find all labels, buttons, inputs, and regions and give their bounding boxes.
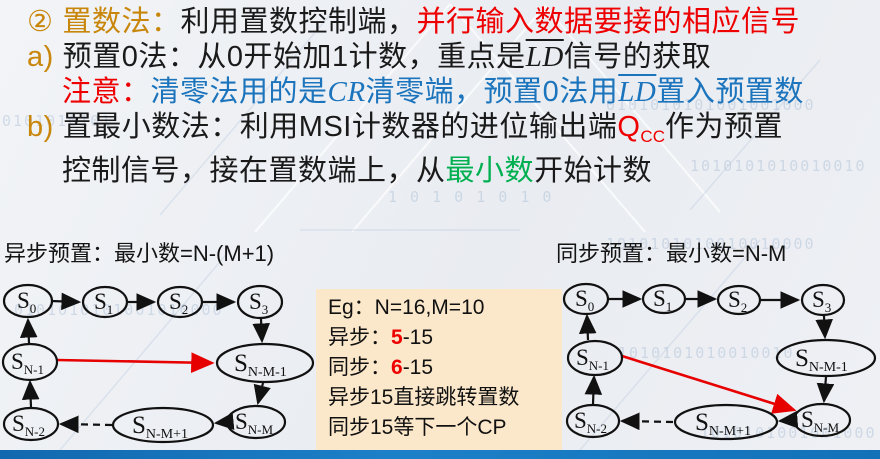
svg-text:SN-M: SN-M [235,409,274,437]
example-line-3: 同步：6-15 [328,356,434,379]
state-node-snm1: SN-M-1 [775,338,877,378]
state-node-snmp1: SN-M+1 [673,403,779,441]
example-line-1: Eg：N=16,M=10 [328,296,485,319]
sync-preset-title: 同步预置：最小数=N-M [556,241,787,266]
arrow-snmp1-sn2-dashed [619,412,674,431]
state-node-s3: S3 [800,283,846,317]
state-node-snmp1: SN-M+1 [111,406,215,444]
text-segment: 置最小数法：利用MSI计数器的进位输出端 [62,111,618,143]
arrow-sn2-sn1 [584,374,603,405]
note-line: 注意：清零法用的是CR清零端，预置0法用LD置入预置数 [62,75,880,110]
state-node-sn1: SN-1 [1,342,59,382]
watermark-text: 0101010101 [2,112,113,130]
state-node-sn2: SN-2 [565,403,621,439]
text-segment: 控制信号，接在置数端上，从 [62,155,446,187]
qcc-symbol: QCC [617,111,665,146]
svg-text:SN-M-1: SN-M-1 [795,345,848,375]
text-segment: 预置0法：从0开始加1计数，重点是 [62,41,526,73]
arrow-sn1-s0 [19,317,38,344]
sync-min-number: 6 [391,356,403,379]
bottom-bar [0,450,880,459]
async-min-number: 5 [391,326,403,349]
svg-text:S2: S2 [728,287,747,315]
arrow-snm-snmp1 [213,412,235,431]
state-node-s2: S2 [716,284,762,316]
arrow-sn1-s0 [578,313,597,341]
text-segment: 清零端，预置0法用 [365,76,619,108]
svg-text:S1: S1 [653,286,672,314]
arrow-s3-snm1-dashed [252,318,270,344]
watermark-text: 1 0 1 0 1 0 1 0 [388,188,554,206]
state-node-s0: S0 [562,282,610,316]
state-node-s3: S3 [236,284,284,320]
arrow-snm-snmp1 [777,410,799,429]
preset-jump-arrow-async [56,352,215,373]
state-node-snm1: SN-M-1 [215,342,315,384]
ld-signal-symbol: LD [618,76,657,108]
cr-signal-symbol: CR [327,76,366,108]
note-label: 注意： [62,76,151,108]
bullet-line-2: a)预置0法：从0开始加1计数，重点是LD信号的获取 [27,40,880,75]
svg-text:SN-1: SN-1 [11,349,44,377]
svg-text:S3: S3 [812,287,831,315]
text-segment: 开始计数 [534,155,653,187]
async-preset-title: 异步预置：最小数=N-(M+1) [4,241,275,266]
item-a-marker: a) [27,41,54,73]
state-node-s2: S2 [156,285,204,319]
arrow-s0-s1 [50,292,82,311]
arrow-snm1-snm [816,376,835,404]
svg-text:SN-M: SN-M [801,407,840,435]
async-state-diagram: S0 S1 S2 S3 SN-1 SN-M-1 [1,283,315,444]
svg-text:S0: S0 [575,286,594,314]
method-title: 置数法： [62,6,181,38]
bullet-line-4: 控制信号，接在置数端上，从最小数开始计数 [62,154,880,189]
sync-state-diagram: S0 S1 S2 S3 SN-1 SN-M-1 [562,282,877,441]
watermark-text: 1010101010010010000 [606,235,816,253]
state-node-snm: SN-M [792,402,852,438]
circled-2-marker: ② [27,6,54,38]
text-segment: 信号的获取 [563,41,712,73]
svg-text:S2: S2 [169,289,188,317]
watermark-text: 1010101010010010 [690,157,867,175]
item-b-marker: b) [27,111,54,143]
example-line-4: 异步15直接跳转置数 [328,386,520,409]
svg-text:SN-2: SN-2 [574,408,607,436]
text-segment: 置入预置数 [656,76,804,108]
example-line-2: 异步：5-15 [328,326,434,349]
svg-text:SN-M+1: SN-M+1 [132,412,188,442]
watermark-text: 1010101010010010 [618,344,795,362]
bullet-line-3: b)置最小数法：利用MSI计数器的进位输出端QCC作为预置 [27,110,880,154]
green-highlight-text: 最小数 [445,155,535,187]
arrow-snm1-snm [253,382,271,406]
text-segment: 清零法用的是 [150,76,328,108]
text-segment: 作为预置 [664,111,783,143]
example-line-5: 同步15等下一个CP [328,416,507,439]
ld-signal-symbol: LD [525,41,564,73]
example-box: Eg：N=16,M=10 异步：5-15 同步：6-15 异步15直接跳转置数 … [316,289,562,450]
svg-text:SN-M-1: SN-M-1 [234,350,287,380]
svg-text:S0: S0 [17,288,36,316]
state-node-s1: S1 [81,285,129,319]
state-node-snm: SN-M [225,404,287,440]
arrow-sn2-sn1 [21,379,40,408]
svg-text:S1: S1 [94,289,113,317]
text-segment: 利用置数控制端， [180,6,417,38]
svg-text:S3: S3 [249,289,268,317]
state-diagrams: S0 S1 S2 S3 SN-1 SN-M-1 [1,282,877,444]
svg-text:SN-1: SN-1 [576,345,609,373]
arrow-snmp1-sn2-dashed [58,415,113,434]
state-node-sn1: SN-1 [566,339,624,377]
state-node-s1: S1 [641,283,687,315]
watermark-text: 0101010101001001000 [606,96,816,114]
red-highlight-text: 并行输入数据要接的相应信号 [416,6,801,38]
arrow-s3-snm1-dashed [815,315,833,340]
state-node-s0: S0 [2,283,54,319]
svg-text:SN-2: SN-2 [12,411,45,439]
state-node-sn2: SN-2 [2,406,60,442]
svg-text:SN-M+1: SN-M+1 [695,409,751,439]
preset-jump-arrow-sync [621,354,797,414]
